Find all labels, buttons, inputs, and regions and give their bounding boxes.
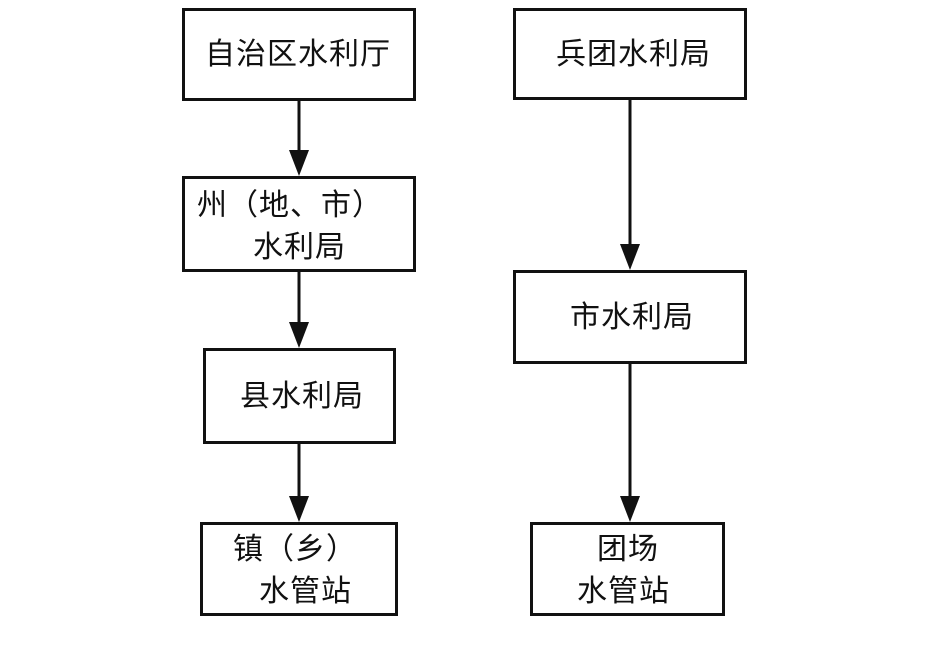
box-label-line1: 团场 [597, 532, 659, 567]
box-label: 兵团水利局 [556, 37, 711, 72]
arrow-right-2 [620, 364, 640, 522]
arrow-left-1 [289, 101, 309, 176]
box-label-line2: 水管站 [259, 574, 352, 609]
box-label-line1: 州（地、市） [197, 188, 383, 223]
box-prefecture-water-bureau: 州（地、市） 水利局 [182, 176, 416, 272]
box-corps-water-bureau: 兵团水利局 [513, 8, 747, 100]
box-label-line2: 水利局 [253, 230, 346, 265]
arrow-right-1 [620, 100, 640, 270]
box-autonomous-region-water-dept: 自治区水利厅 [182, 8, 416, 101]
arrow-left-2 [289, 272, 309, 348]
box-county-water-bureau: 县水利局 [203, 348, 396, 444]
box-label-line2: 水管站 [577, 574, 670, 609]
box-label: 县水利局 [240, 379, 364, 414]
arrow-left-3 [289, 444, 309, 522]
box-label-line1: 镇（乡） [233, 532, 357, 567]
box-city-water-bureau: 市水利局 [513, 270, 747, 364]
box-regiment-water-station: 团场 水管站 [530, 522, 725, 616]
box-label: 自治区水利厅 [205, 37, 391, 72]
box-label: 市水利局 [570, 300, 694, 335]
box-township-water-station: 镇（乡） 水管站 [200, 522, 398, 616]
